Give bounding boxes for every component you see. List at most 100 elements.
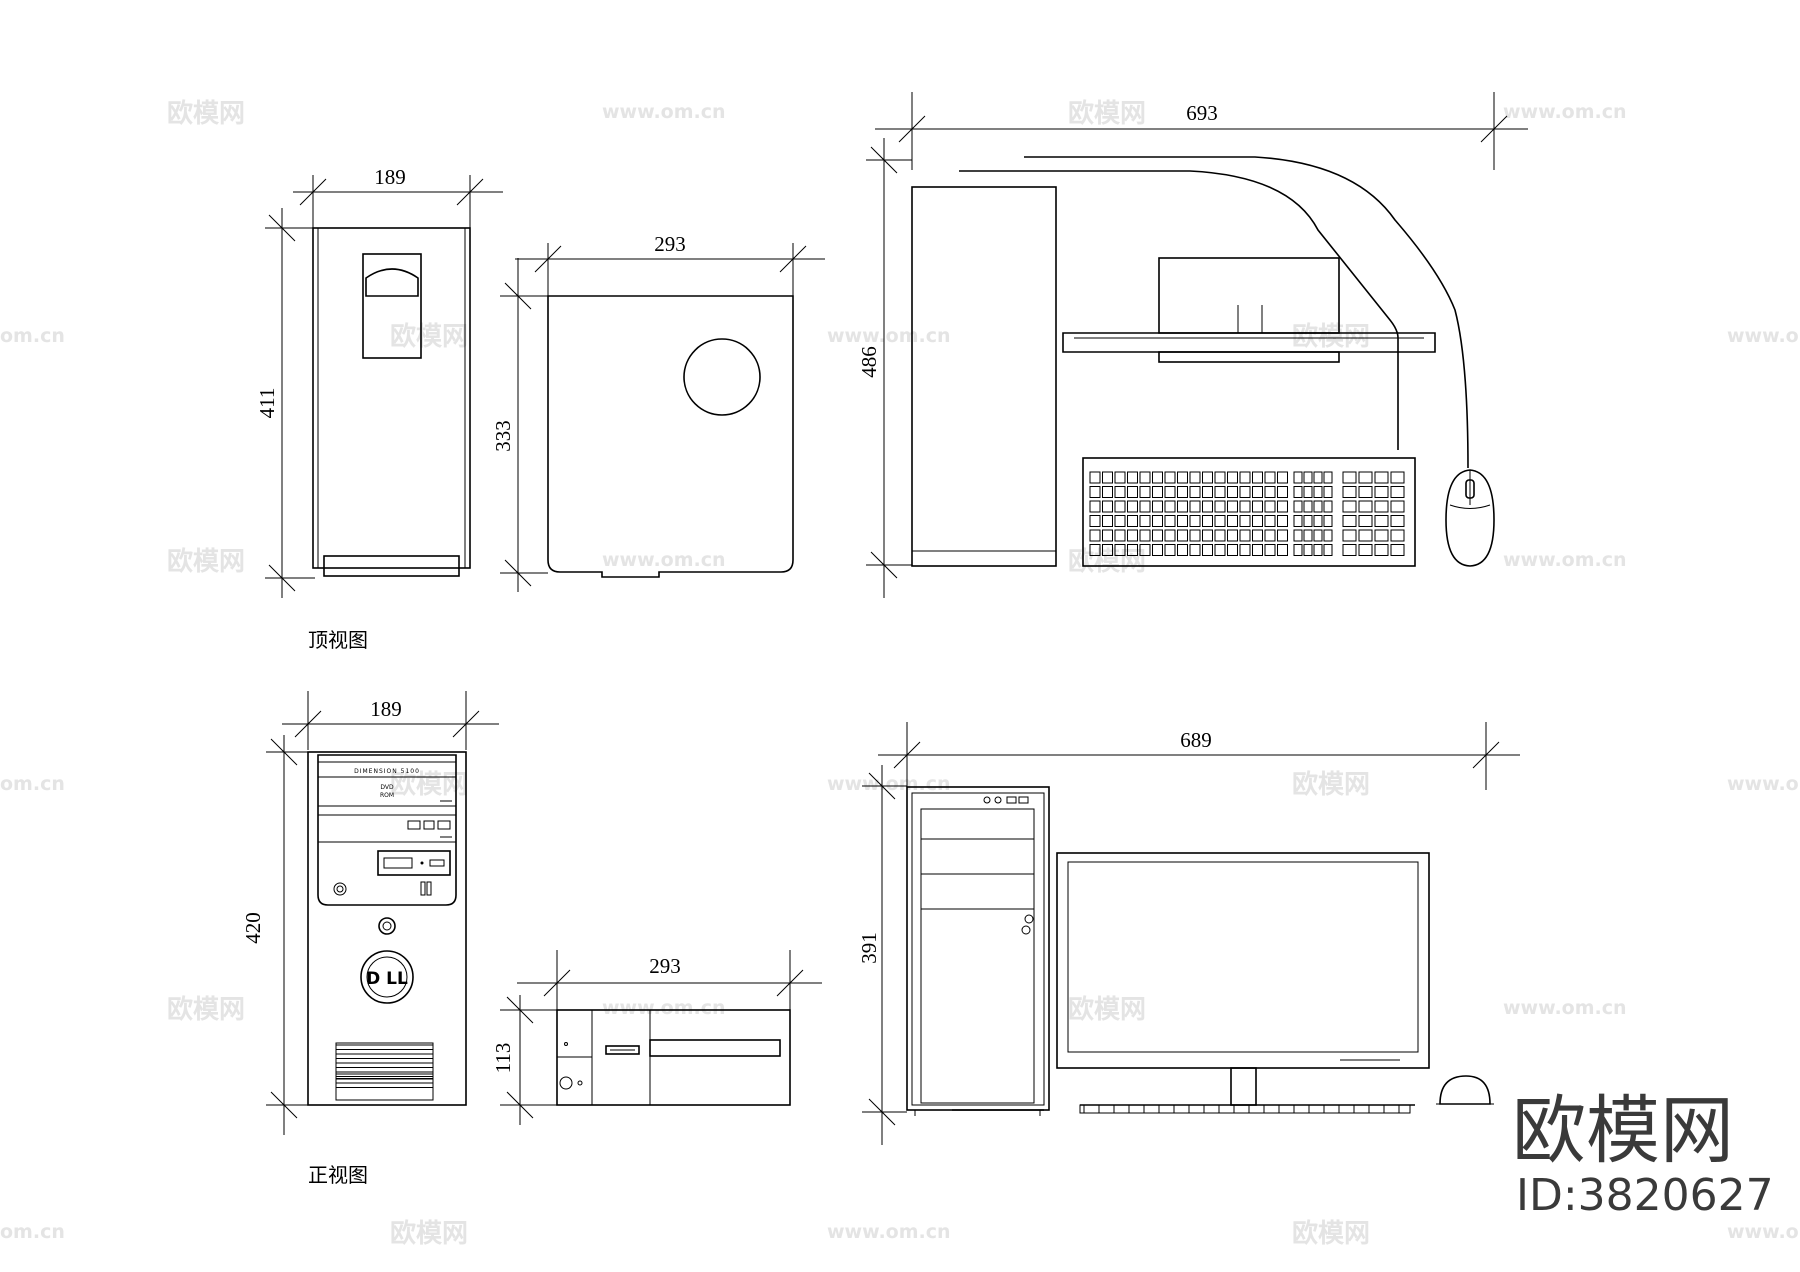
- key: [1264, 500, 1276, 513]
- key: [1264, 486, 1276, 498]
- key: [1264, 529, 1276, 542]
- key: [1342, 529, 1357, 542]
- dimension-width: 189: [293, 165, 503, 228]
- key: [1277, 486, 1288, 498]
- key: [1342, 486, 1357, 498]
- watermark-url: www.om.cn: [1727, 325, 1800, 347]
- key: [1342, 500, 1357, 513]
- watermark-logo: 欧模网: [390, 1218, 468, 1249]
- key: [1252, 471, 1263, 484]
- key: [1374, 515, 1389, 527]
- dimension-label: 333: [491, 420, 515, 452]
- key: [1102, 486, 1113, 498]
- key: [1277, 529, 1288, 542]
- key: [1227, 486, 1238, 498]
- watermark-logo: 欧模网: [1068, 98, 1146, 129]
- key: [1177, 500, 1188, 513]
- dimension-label: 486: [857, 346, 881, 378]
- key: [1358, 515, 1373, 527]
- key: [1303, 500, 1313, 513]
- dimension-height: 391: [857, 765, 907, 1145]
- key: [1214, 544, 1226, 556]
- key: [1313, 529, 1323, 542]
- key: [1127, 500, 1138, 513]
- key: [1127, 471, 1138, 484]
- mouse: [1445, 469, 1495, 567]
- key: [1214, 486, 1226, 498]
- watermark-logo: 欧模网: [1068, 994, 1146, 1025]
- key: [1189, 500, 1201, 513]
- key: [1239, 471, 1251, 484]
- key: [1303, 529, 1313, 542]
- key: [1139, 515, 1151, 527]
- watermark-url: www.om.cn: [1503, 101, 1627, 123]
- key: [1239, 500, 1251, 513]
- key: [1358, 544, 1373, 556]
- key: [1374, 486, 1389, 498]
- key: [1374, 500, 1389, 513]
- dimension-label: 420: [241, 912, 265, 944]
- dimension-label: 693: [1186, 101, 1218, 125]
- watermark-logo: 欧模网: [1292, 769, 1370, 800]
- key: [1277, 515, 1288, 527]
- key: [1089, 515, 1101, 527]
- key: [1323, 515, 1333, 527]
- key: [1089, 471, 1101, 484]
- key: [1152, 486, 1163, 498]
- watermark-logo: 欧模网: [167, 546, 245, 577]
- key: [1390, 486, 1405, 498]
- key: [1227, 544, 1238, 556]
- key: [1102, 529, 1113, 542]
- key: [1214, 529, 1226, 542]
- key: [1152, 471, 1163, 484]
- watermark-logo: 欧模网: [390, 321, 468, 352]
- key: [1239, 529, 1251, 542]
- key: [1313, 544, 1323, 556]
- key: [1277, 471, 1288, 484]
- dimension-height: 486: [857, 138, 912, 598]
- watermark-url: www.om.cn: [827, 773, 951, 795]
- key: [1323, 500, 1333, 513]
- watermark-logo: 欧模网: [390, 769, 468, 800]
- key: [1189, 515, 1201, 527]
- key: [1202, 500, 1213, 513]
- key: [1342, 515, 1357, 527]
- dimension-height: 420: [241, 735, 308, 1135]
- key: [1114, 515, 1126, 527]
- front-view-tower: 189 420 DIMENSION 5100 DVD ROM: [241, 691, 499, 1135]
- front-view-computer-set: 689 391: [857, 722, 1520, 1145]
- key: [1177, 471, 1188, 484]
- key: [1227, 500, 1238, 513]
- key: [1390, 471, 1405, 484]
- key: [1358, 529, 1373, 542]
- key: [1342, 544, 1357, 556]
- key: [1323, 486, 1333, 498]
- watermark-url: www.om.cn: [602, 101, 726, 123]
- vent-frame: [335, 1071, 434, 1101]
- rom-label: ROM: [380, 792, 394, 799]
- watermark-logo: 欧模网: [1292, 321, 1370, 352]
- key: [1293, 529, 1303, 542]
- key: [1358, 500, 1373, 513]
- key: [1127, 515, 1138, 527]
- key: [1293, 515, 1303, 527]
- dimension-label: 189: [374, 165, 406, 189]
- dimension-label: 113: [491, 1043, 515, 1074]
- key: [1202, 544, 1213, 556]
- watermark-url: om.cn: [0, 1221, 65, 1243]
- key: [1189, 486, 1201, 498]
- key: [1303, 486, 1313, 498]
- key: [1252, 486, 1263, 498]
- key: [1374, 471, 1389, 484]
- key: [1313, 486, 1323, 498]
- dimension-width: 693: [875, 92, 1528, 170]
- top-view-computer-set: 693 486: [857, 92, 1528, 598]
- key: [1214, 500, 1226, 513]
- watermark-url: www.om.cn: [1503, 997, 1627, 1019]
- key: [1164, 500, 1176, 513]
- key: [1139, 500, 1151, 513]
- key: [1189, 544, 1201, 556]
- key: [1313, 471, 1323, 484]
- watermark-logo: 欧模网: [1292, 1218, 1370, 1249]
- dimension-label: 293: [654, 232, 686, 256]
